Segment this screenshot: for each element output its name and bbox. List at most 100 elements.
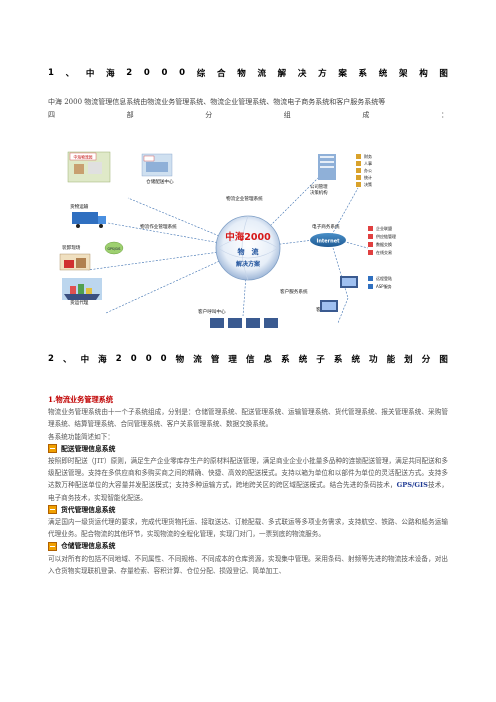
heading-char: 架	[398, 69, 408, 79]
heading-char: 海	[98, 355, 107, 365]
intro-char: 组	[283, 111, 291, 119]
internet-label: Internet	[316, 239, 340, 245]
heading-char: 案	[338, 69, 347, 79]
distribution-text: 按照即时配送（JIT）原则，满足生产企业零库存生产的原材料配送管理，满足商业企业…	[48, 457, 449, 502]
heading-char: 2	[126, 68, 133, 78]
heading-char: 合	[217, 69, 226, 79]
intro-line-1: 中海 2000 物流管理信息系统由物流业务管理系统、物流企业管理系统、物流电子商…	[48, 98, 386, 106]
label-cargo-transport: 货物运输	[70, 203, 89, 210]
heading-char: 0	[143, 68, 150, 78]
truck-icon	[72, 212, 106, 228]
computer-icons	[210, 276, 358, 328]
intro-char: 四	[48, 111, 55, 119]
forklift-icon	[59, 253, 91, 271]
section-paragraph: 物流业务管理系统由十一个子系统组成，分别是：仓储管理系统、配送管理系统、运输管理…	[48, 408, 448, 429]
label-decision-org-2: 决策机构	[310, 189, 328, 196]
label-ops-system: 物流作业管理系统	[140, 223, 177, 230]
heading-char: 统	[378, 69, 388, 79]
heading-char: 2	[48, 354, 54, 364]
gps-icon: GPS/GIS	[104, 241, 124, 255]
label-distribution-center: 仓储配送中心	[146, 178, 174, 185]
intro-char: 部	[126, 111, 134, 119]
right-top-list: 财务 人事 办公 统计 决策	[356, 153, 372, 187]
subsection-freight-agency: 货代管理信息系统	[48, 504, 448, 516]
heading-char: 子	[316, 355, 325, 365]
intro-char: ：	[440, 111, 448, 119]
label-gps: GPS/GIS	[108, 247, 121, 251]
heading-char: 0	[145, 354, 152, 364]
subsection-warehouse: 仓储管理信息系统	[48, 540, 448, 552]
heading-char: 能	[386, 355, 396, 365]
heading-char: 划	[404, 355, 413, 365]
heading-char: 1	[48, 68, 54, 78]
label-call-center: 客户呼叫中心	[198, 308, 226, 315]
heading-char: 、	[62, 355, 72, 365]
heading-char: 信	[245, 355, 255, 365]
heading-char: 中	[80, 355, 90, 365]
distribution-center-image	[141, 153, 173, 177]
svg-text:人事: 人事	[364, 160, 372, 166]
heading-char: 物	[175, 355, 185, 365]
label-decision-org-1: 公司管理	[310, 183, 328, 190]
center-title: 中海2000	[225, 231, 271, 243]
heading-char: 统	[298, 355, 308, 365]
svg-text:统计: 统计	[364, 174, 372, 180]
label-enterprise-system: 物流企业管理系统	[226, 195, 263, 202]
heading-char: 管	[210, 355, 220, 365]
architecture-diagram: 中海2000 物 流 解决方案 物流企业管理系统 物流作业管理系统 电子商务系统…	[48, 148, 448, 344]
intro-line-2: 四 部 分 组 成 ：	[48, 109, 448, 122]
building-icon: 公司管理 决策机构	[310, 154, 336, 196]
heading-char: 0	[179, 68, 186, 78]
heading-char: 决	[297, 69, 307, 79]
heading-char: 0	[130, 354, 137, 364]
svg-text:办公: 办公	[364, 167, 372, 173]
heading-char: 理	[228, 355, 237, 365]
heading-char: 系	[358, 69, 368, 79]
heading-char: 图	[439, 69, 448, 79]
svg-text:数据交换: 数据交换	[376, 241, 392, 247]
svg-text:ASP服务: ASP服务	[376, 283, 392, 289]
bullet-icon	[48, 505, 57, 515]
intro-char: 成	[362, 111, 370, 119]
heading-char: 系	[333, 355, 343, 365]
svg-text:远程登陆: 远程登陆	[376, 275, 392, 281]
heading-char: 分	[421, 355, 431, 365]
svg-text:财务: 财务	[364, 153, 372, 159]
svg-text:在线交易: 在线交易	[376, 249, 392, 255]
center-subtitle-2: 解决方案	[236, 260, 261, 268]
warehouse-text: 可以对所有的包括不同地域、不同属性、不同规格、不同成本的仓库资源，实现集中管理。…	[48, 554, 448, 575]
heading-char: 构	[419, 69, 428, 79]
internet-badge: Internet	[310, 233, 346, 247]
center-subtitle-1: 物 流	[238, 247, 259, 256]
freight-agency-text: 满足国内一级货运代理的要求，完成代理货物托运、接取送达、订舱配载、多式联运等多项…	[48, 518, 448, 539]
label-ecommerce-system: 电子商务系统	[312, 223, 340, 230]
heading-char: 、	[65, 69, 75, 79]
heading-char: 综	[196, 69, 206, 79]
heading-char: 系	[281, 355, 290, 365]
heading-char: 息	[263, 355, 273, 365]
intro-paragraph: 中海 2000 物流管理信息系统由物流业务管理系统、物流企业管理系统、物流电子商…	[48, 96, 448, 122]
ship-icon	[62, 278, 102, 300]
heading-char: 流	[193, 355, 202, 365]
heading-char: 物	[237, 69, 246, 79]
heading-char: 0	[161, 68, 168, 78]
heading-char: 0	[160, 354, 167, 364]
bullet-icon	[48, 444, 57, 454]
center-globe: 中海2000 物 流 解决方案	[215, 215, 281, 281]
svg-text:供应链管理: 供应链管理	[376, 233, 396, 239]
intro-char: 分	[205, 111, 213, 119]
heading-char: 解	[277, 69, 287, 79]
right-low-list: 远程登陆 ASP服务	[368, 275, 392, 289]
section-paragraph-b: 各系统功能简述如下：	[48, 432, 114, 441]
svg-text:决策: 决策	[364, 181, 372, 187]
diagram-links	[87, 177, 369, 324]
business-system-section: 1.物流业务管理系统 物流业务管理系统由十一个子系统组成，分别是：仓储管理系统、…	[48, 394, 448, 577]
label-freight-agency: 货运代理	[70, 299, 89, 306]
label-loading-site: 装卸现场	[62, 244, 81, 251]
heading-char: 功	[369, 355, 378, 365]
heading-char: 流	[257, 69, 266, 79]
heading-char: 统	[351, 355, 360, 365]
